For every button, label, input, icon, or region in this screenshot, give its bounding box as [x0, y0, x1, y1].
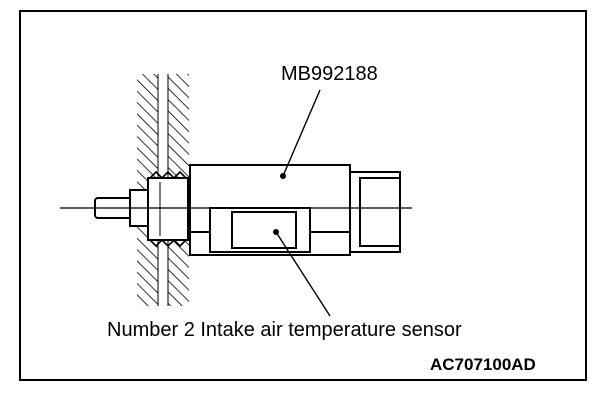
- sensor-leader: [273, 229, 331, 317]
- tool-leader: [280, 89, 321, 179]
- tool-callout-label: MB992188: [281, 63, 378, 85]
- sensor-callout-label: Number 2 Intake air temperature sensor: [107, 319, 462, 341]
- figure-code: AC707100AD: [430, 355, 536, 374]
- tool-body: [189, 164, 401, 256]
- sensor-thread: [147, 170, 189, 248]
- figure-frame: [19, 10, 587, 381]
